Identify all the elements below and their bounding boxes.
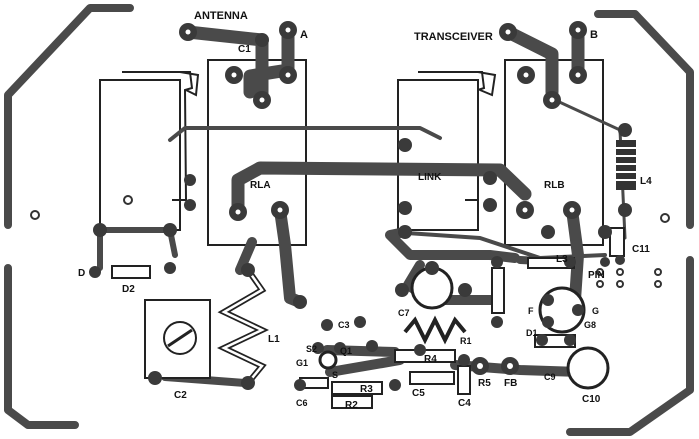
solder-pads <box>30 21 670 391</box>
label-pin: PIN <box>588 270 605 281</box>
trimmer-c2 <box>144 299 211 379</box>
label-c10: C10 <box>582 394 601 405</box>
label-transceiver: TRANSCEIVER <box>414 31 493 43</box>
label-l3: L3 <box>556 254 568 265</box>
resistor-r4 <box>403 315 467 345</box>
label-f: F <box>528 306 534 316</box>
label-l1: L1 <box>268 334 280 345</box>
label-c5: C5 <box>412 388 425 399</box>
label-q1: Q1 <box>340 346 352 356</box>
label-l4: L4 <box>640 176 652 187</box>
label-c3: C3 <box>338 320 350 330</box>
label-a: A <box>300 29 308 41</box>
label-c6: C6 <box>296 398 308 408</box>
label-d1: D1 <box>526 328 538 338</box>
label-r1: R1 <box>460 336 472 346</box>
label-rla: RLA <box>250 180 271 191</box>
label-g: G <box>592 306 599 316</box>
label-c1: C1 <box>238 44 251 55</box>
label-c2: C2 <box>174 390 187 401</box>
label-c11: C11 <box>632 244 650 255</box>
label-rlb: RLB <box>544 180 565 191</box>
label-c7: C7 <box>398 308 410 318</box>
label-fb: FB <box>504 378 517 389</box>
label-antenna: ANTENNA <box>194 10 248 22</box>
label-r3: R3 <box>360 384 373 395</box>
label-b: B <box>590 29 598 41</box>
label-c4: C4 <box>458 398 471 409</box>
inductor-l1 <box>216 268 270 385</box>
relay-b-outline <box>397 59 604 246</box>
label-r2: R2 <box>345 400 358 411</box>
component-labels: ANTENNA TRANSCEIVER A B C1 RLA LINK RLB … <box>78 10 652 411</box>
label-d: D <box>78 268 85 279</box>
board-corner-marks <box>4 4 694 436</box>
label-c9: C9 <box>544 372 556 382</box>
inductor-l4 <box>616 140 636 190</box>
label-link: LINK <box>418 172 442 183</box>
label-g8: G8 <box>584 320 596 330</box>
label-r4: R4 <box>424 354 437 365</box>
label-g1: G1 <box>296 358 308 368</box>
label-s: S <box>332 370 338 380</box>
label-r5: R5 <box>478 378 491 389</box>
label-s2: S2 <box>306 344 317 354</box>
label-d2: D2 <box>122 284 135 295</box>
